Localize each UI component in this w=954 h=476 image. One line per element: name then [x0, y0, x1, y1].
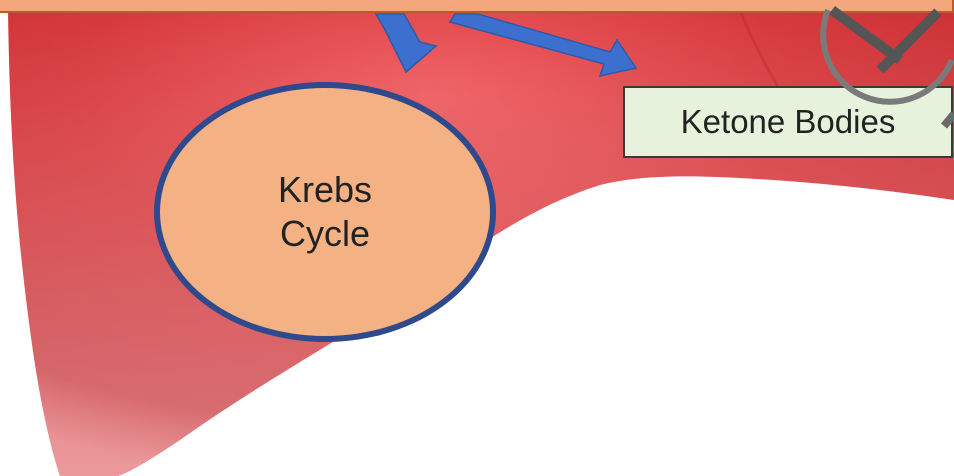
close-icon-stroke-a	[832, 10, 900, 60]
close-icon-stroke-b	[880, 12, 938, 70]
close-icon-stroke-c	[944, 114, 954, 126]
